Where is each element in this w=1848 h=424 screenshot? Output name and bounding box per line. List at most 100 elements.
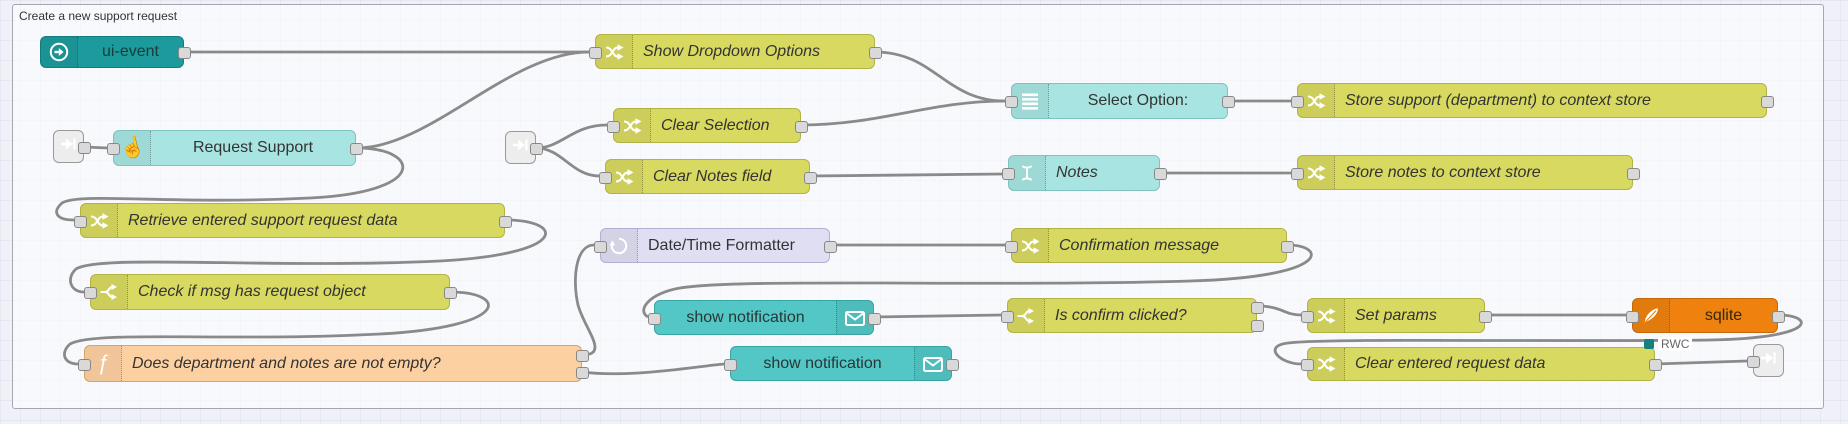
input-port[interactable]: [1301, 359, 1314, 371]
node-label: Request Support: [192, 139, 314, 156]
node-store-notes[interactable]: Store notes to context store: [1291, 155, 1640, 190]
wire-20[interactable]: [1273, 313, 1803, 366]
output-port[interactable]: [795, 121, 808, 133]
input-port[interactable]: [594, 241, 607, 253]
wire-14[interactable]: [581, 362, 725, 376]
input-port[interactable]: [78, 359, 91, 371]
node-show-dropdown-options[interactable]: Show Dropdown Options: [589, 34, 882, 69]
node-check-request-object[interactable]: Check if msg has request object: [84, 274, 457, 310]
node-confirmation-message[interactable]: Confirmation message: [1005, 228, 1294, 263]
output-port[interactable]: [1479, 311, 1492, 323]
output-port[interactable]: [1154, 168, 1167, 180]
output-port[interactable]: [1772, 311, 1785, 323]
input-port[interactable]: [1626, 311, 1639, 323]
node-label: Confirmation message: [1059, 236, 1220, 254]
node-clear-notes-field[interactable]: Clear Notes field: [599, 159, 817, 194]
output-port[interactable]: [576, 350, 589, 362]
node-label: Store support (department) to context st…: [1345, 91, 1651, 109]
wire-2[interactable]: [55, 146, 405, 222]
wire-13[interactable]: [574, 243, 597, 357]
node-sqlite[interactable]: sqlite: [1626, 298, 1785, 333]
output-port[interactable]: [868, 313, 881, 325]
wire-12[interactable]: [63, 290, 490, 366]
hand-pointer-icon: ☝: [114, 131, 151, 165]
shuffle-icon: [1012, 229, 1049, 262]
node-label: Date/Time Formatter: [648, 236, 795, 254]
output-port[interactable]: [1627, 168, 1640, 180]
wire-4[interactable]: [535, 123, 608, 150]
node-clear-entered-data[interactable]: Clear entered request data: [1301, 347, 1662, 381]
wire-17[interactable]: [873, 313, 1002, 319]
node-link-in-a[interactable]: [53, 130, 91, 163]
output-port[interactable]: [824, 241, 837, 253]
wire-9[interactable]: [809, 172, 1003, 178]
output-port[interactable]: [804, 172, 817, 184]
output-port[interactable]: [78, 142, 91, 154]
input-port[interactable]: [607, 121, 620, 133]
wire-16[interactable]: [642, 243, 1313, 319]
wire-6[interactable]: [800, 99, 1006, 127]
node-label: Show Dropdown Options: [643, 42, 820, 60]
input-port[interactable]: [599, 172, 612, 184]
wire-21[interactable]: [1654, 359, 1748, 366]
output-port[interactable]: [1251, 320, 1264, 332]
node-clear-selection[interactable]: Clear Selection: [607, 108, 808, 143]
node-label: Store notes to context store: [1345, 163, 1541, 181]
status-dot-icon: [1644, 339, 1654, 349]
input-port[interactable]: [74, 216, 87, 228]
text-cursor-icon: [1009, 156, 1046, 190]
node-show-notification-1[interactable]: show notification: [648, 300, 881, 335]
node-date-time-formatter[interactable]: Date/Time Formatter: [594, 228, 837, 263]
node-ui-event[interactable]: ui-event: [40, 36, 191, 68]
node-link-out[interactable]: [1747, 344, 1784, 377]
output-port[interactable]: [1761, 96, 1774, 108]
node-select-option[interactable]: Select Option:: [1005, 83, 1235, 119]
link-icon: [1759, 349, 1778, 372]
node-is-confirm-clicked[interactable]: Is confirm clicked?: [1001, 298, 1264, 333]
input-port[interactable]: [107, 143, 120, 155]
node-set-params[interactable]: Set params: [1301, 298, 1492, 333]
group-label: Create a new support request: [19, 9, 178, 23]
node-request-support[interactable]: ☝ Request Support: [107, 130, 363, 166]
node-show-notification-2[interactable]: show notification: [724, 346, 959, 381]
input-port[interactable]: [1001, 311, 1014, 323]
output-port[interactable]: [1222, 96, 1235, 108]
input-port[interactable]: [1005, 241, 1018, 253]
input-port[interactable]: [1002, 168, 1015, 180]
input-port[interactable]: [84, 287, 97, 299]
node-store-support[interactable]: Store support (department) to context st…: [1291, 83, 1774, 118]
output-port[interactable]: [576, 367, 589, 379]
wire-11[interactable]: [69, 218, 547, 294]
output-port[interactable]: [350, 143, 363, 155]
input-port[interactable]: [1747, 356, 1760, 368]
wire-7[interactable]: [874, 50, 1006, 103]
input-port[interactable]: [724, 359, 737, 371]
input-port[interactable]: [648, 313, 661, 325]
output-port[interactable]: [1281, 241, 1294, 253]
input-port[interactable]: [1291, 96, 1304, 108]
output-port[interactable]: [530, 143, 543, 155]
node-label: Notes: [1056, 164, 1098, 181]
output-port[interactable]: [869, 47, 882, 59]
wire-5[interactable]: [535, 146, 600, 178]
node-label: Does department and notes are not empty?: [132, 354, 441, 372]
output-port[interactable]: [178, 47, 191, 59]
input-port[interactable]: [589, 47, 602, 59]
input-port[interactable]: [1301, 311, 1314, 323]
output-port[interactable]: [499, 216, 512, 228]
input-port[interactable]: [1005, 96, 1018, 108]
output-port[interactable]: [946, 359, 959, 371]
node-label: Select Option:: [1087, 92, 1189, 109]
node-notes[interactable]: Notes: [1002, 155, 1167, 191]
shuffle-icon: [596, 35, 633, 68]
node-retrieve-data[interactable]: Retrieve entered support request data: [74, 203, 512, 238]
node-link-in-b[interactable]: [505, 131, 543, 164]
output-port[interactable]: [1251, 302, 1264, 314]
output-port[interactable]: [1649, 359, 1662, 371]
wire-1[interactable]: [356, 50, 590, 150]
input-port[interactable]: [1291, 168, 1304, 180]
output-port[interactable]: [444, 287, 457, 299]
